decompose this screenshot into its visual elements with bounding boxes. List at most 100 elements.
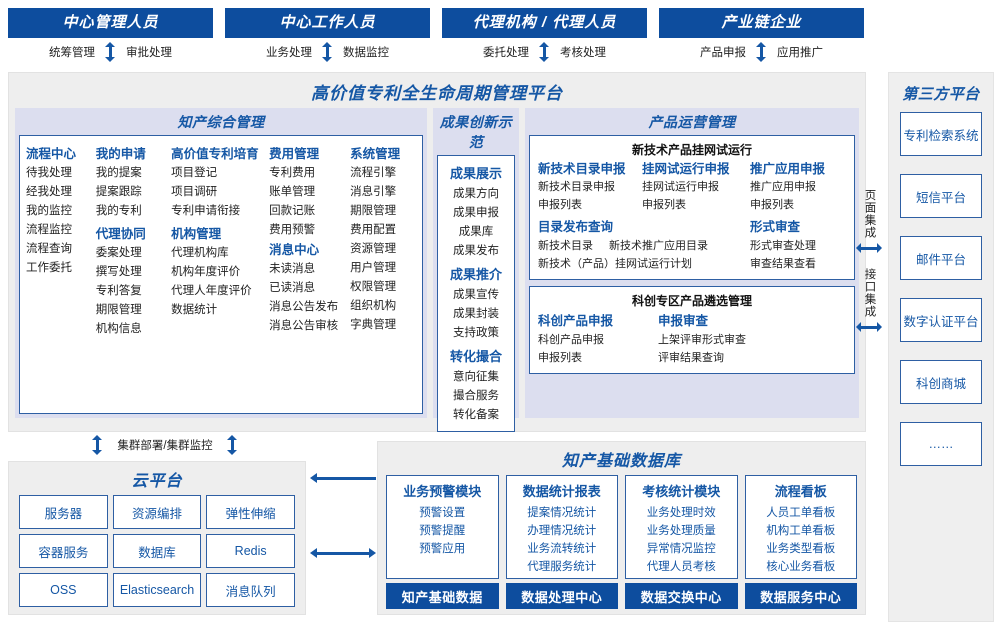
menu-item[interactable]: 我的监控 [26, 205, 72, 217]
db-item[interactable]: 提案情况统计 [527, 507, 597, 519]
menu-item[interactable]: 申报列表 [538, 199, 582, 211]
db-item[interactable]: 代理人员考核 [646, 561, 716, 573]
cloud-cell-elasticsearch[interactable]: Elasticsearch [112, 573, 202, 607]
db-footer-ip-base-data[interactable]: 知产基础数据 [386, 583, 499, 609]
menu-item[interactable]: 审查结果查看 [750, 258, 816, 270]
menu-item[interactable]: 消息公告审核 [269, 320, 339, 332]
cloud-cell-database[interactable]: 数据库 [112, 534, 202, 568]
menu-item[interactable]: 成果申报 [453, 207, 499, 219]
menu-item[interactable]: 费用配置 [350, 224, 397, 236]
menu-item[interactable]: 申报列表 [642, 199, 686, 211]
menu-item[interactable]: 新技术推广应用目录 [609, 240, 708, 252]
third-party-item-patent-search[interactable]: 专利检索系统 [900, 112, 982, 156]
menu-item[interactable]: 经我处理 [26, 186, 72, 198]
db-item[interactable]: 预警设置 [419, 507, 466, 519]
cloud-cell-message-queue[interactable]: 消息队列 [206, 573, 295, 607]
menu-item[interactable]: 费用预警 [269, 224, 316, 236]
menu-item[interactable]: 申报列表 [538, 352, 582, 364]
menu-item[interactable]: 项目调研 [171, 186, 218, 198]
menu-item[interactable]: 代理人年度评价 [171, 285, 252, 297]
menu-item[interactable]: 机构信息 [95, 323, 142, 335]
menu-item[interactable]: 用户管理 [350, 262, 397, 274]
menu-item[interactable]: 专利费用 [269, 167, 316, 179]
menu-item[interactable]: 成果封装 [453, 308, 499, 320]
menu-item[interactable]: 工作委托 [26, 262, 72, 274]
third-party-item-email[interactable]: 邮件平台 [900, 236, 982, 280]
menu-item[interactable]: 推广应用申报 [750, 181, 816, 193]
menu-item[interactable]: 流程监控 [26, 224, 72, 236]
menu-item[interactable]: 机构年度评价 [171, 266, 241, 278]
menu-item[interactable]: 科创产品申报 [538, 334, 604, 346]
menu-item[interactable]: 转化备案 [453, 409, 499, 421]
column-high-value-patent-cultivation: 高价值专利培育 项目登记 项目调研 专利申请衔接 机构管理 代理机构库 机构年度… [171, 144, 267, 339]
menu-item[interactable]: 支持政策 [453, 327, 499, 339]
menu-item[interactable]: 上架评审形式审查 [658, 334, 746, 346]
db-item[interactable]: 异常情况监控 [646, 543, 716, 555]
menu-item[interactable]: 流程引擎 [350, 167, 397, 179]
menu-item[interactable]: 成果方向 [453, 188, 499, 200]
third-party-item-digital-certificate[interactable]: 数字认证平台 [900, 298, 982, 342]
menu-item[interactable]: 新技术（产品）挂网试运行计划 [538, 258, 692, 270]
third-party-item-more[interactable]: …… [900, 422, 982, 466]
menu-item[interactable]: 提案跟踪 [95, 186, 142, 198]
menu-item[interactable]: 我的专利 [95, 205, 142, 217]
cloud-cell-oss[interactable]: OSS [19, 573, 108, 607]
db-item[interactable]: 核心业务看板 [766, 561, 836, 573]
menu-item[interactable]: 形式审查处理 [750, 240, 816, 252]
menu-item[interactable]: 挂网试运行申报 [642, 181, 719, 193]
cloud-cell-elastic-scaling[interactable]: 弹性伸缩 [206, 495, 295, 529]
menu-item[interactable]: 账单管理 [269, 186, 316, 198]
db-item[interactable]: 业务流转统计 [527, 543, 597, 555]
menu-item[interactable]: 申报列表 [750, 199, 794, 211]
vertical-bidirectional-arrow-icon [539, 42, 550, 62]
db-footer-data-processing-center[interactable]: 数据处理中心 [505, 583, 618, 609]
cloud-cell-container-service[interactable]: 容器服务 [19, 534, 108, 568]
menu-item[interactable]: 已读消息 [269, 282, 316, 294]
menu-item[interactable]: 未读消息 [269, 263, 316, 275]
db-footer-data-exchange-center[interactable]: 数据交换中心 [625, 583, 738, 609]
menu-item[interactable]: 项目登记 [171, 167, 218, 179]
third-party-item-sms[interactable]: 短信平台 [900, 174, 982, 218]
cloud-cell-redis[interactable]: Redis [206, 534, 295, 568]
menu-item[interactable]: 资源管理 [350, 243, 397, 255]
menu-item[interactable]: 成果宣传 [453, 289, 499, 301]
third-party-item-innovation-mall[interactable]: 科创商城 [900, 360, 982, 404]
menu-item[interactable]: 成果库 [458, 226, 494, 238]
menu-item[interactable]: 消息引擎 [350, 186, 397, 198]
db-item[interactable]: 预警应用 [419, 543, 466, 555]
menu-item[interactable]: 新技术目录 [538, 240, 593, 252]
menu-item[interactable]: 期限管理 [95, 304, 142, 316]
menu-item[interactable]: 撮合服务 [453, 390, 499, 402]
db-footer-data-service-center[interactable]: 数据服务中心 [744, 583, 857, 609]
menu-item[interactable]: 数据统计 [171, 304, 218, 316]
db-item[interactable]: 业务处理质量 [646, 525, 716, 537]
menu-item[interactable]: 意向征集 [453, 371, 499, 383]
menu-item[interactable]: 专利申请衔接 [171, 205, 241, 217]
db-item[interactable]: 预警提醒 [419, 525, 466, 537]
db-item[interactable]: 人员工单看板 [766, 507, 836, 519]
menu-item[interactable]: 评审结果查询 [658, 352, 724, 364]
menu-item[interactable]: 组织机构 [350, 300, 397, 312]
menu-item[interactable]: 权限管理 [350, 281, 397, 293]
menu-item[interactable]: 我的提案 [95, 167, 142, 179]
menu-item[interactable]: 成果发布 [453, 245, 499, 257]
db-item[interactable]: 机构工单看板 [766, 525, 836, 537]
menu-item[interactable]: 流程查询 [26, 243, 72, 255]
platform-title: 高价值专利全生命周期管理平台 [311, 84, 563, 103]
db-item[interactable]: 业务处理时效 [646, 507, 716, 519]
menu-item[interactable]: 期限管理 [350, 205, 397, 217]
menu-item[interactable]: 消息公告发布 [269, 301, 339, 313]
menu-item[interactable]: 专利答复 [95, 285, 142, 297]
menu-item[interactable]: 待我处理 [26, 167, 72, 179]
menu-item[interactable]: 新技术目录申报 [538, 181, 615, 193]
menu-item[interactable]: 代理机构库 [171, 247, 229, 259]
menu-item[interactable]: 委案处理 [95, 247, 142, 259]
db-item[interactable]: 代理服务统计 [527, 561, 597, 573]
db-item[interactable]: 业务类型看板 [766, 543, 836, 555]
cloud-cell-resource-orchestration[interactable]: 资源编排 [112, 495, 202, 529]
menu-item[interactable]: 回款记账 [269, 205, 316, 217]
cloud-cell-server[interactable]: 服务器 [19, 495, 108, 529]
menu-item[interactable]: 撰写处理 [95, 266, 142, 278]
menu-item[interactable]: 字典管理 [350, 319, 397, 331]
db-item[interactable]: 办理情况统计 [527, 525, 597, 537]
